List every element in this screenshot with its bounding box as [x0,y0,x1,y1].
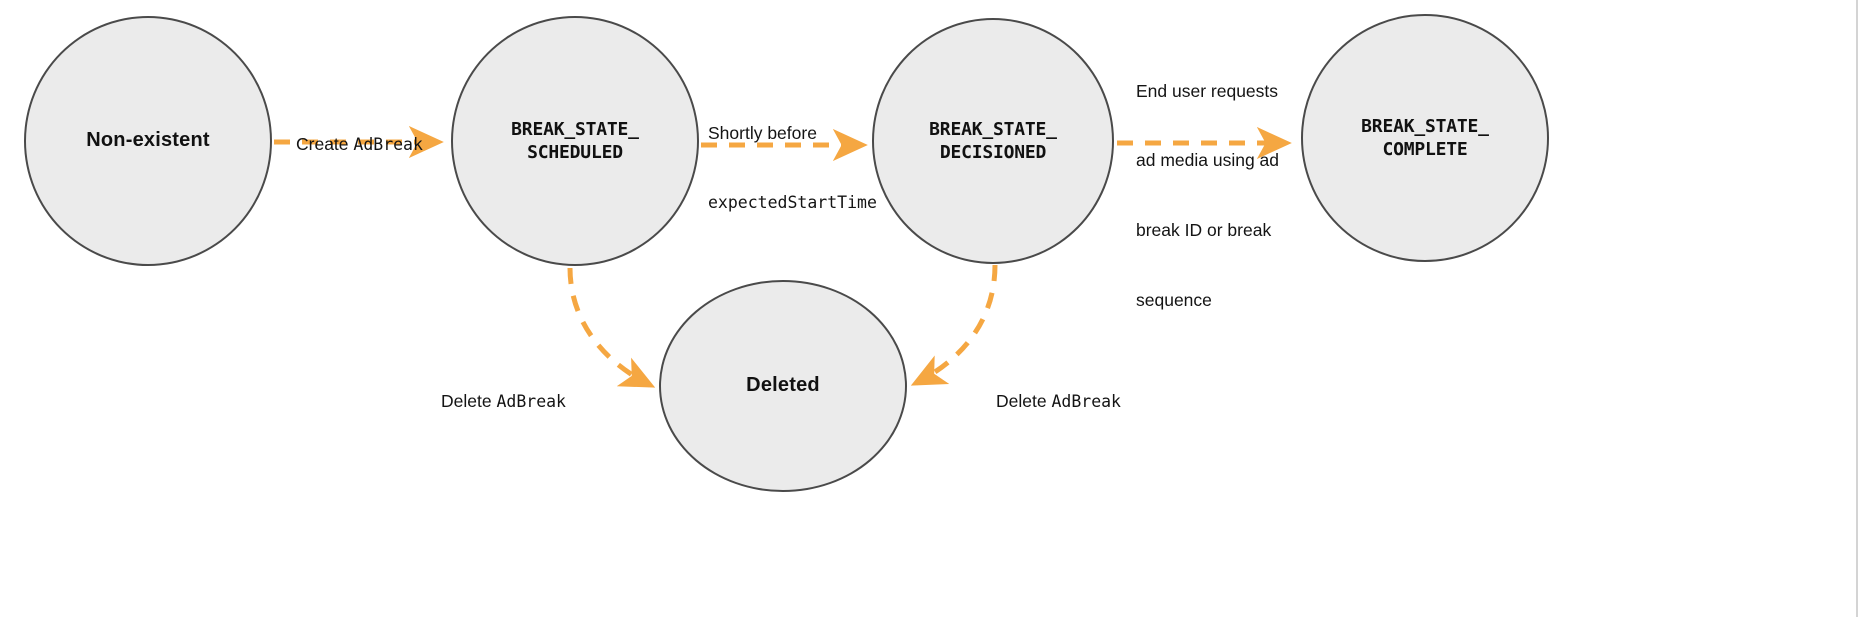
node-break-state-decisioned[interactable]: BREAK_STATE_ DECISIONED [872,18,1114,264]
edge-label-text-mono: expectedStartTime [708,193,877,213]
node-break-state-decisioned-label: BREAK_STATE_ DECISIONED [929,118,1057,163]
edge-label-text-line1: End user requests [1136,80,1279,101]
edge-label-shortly-before: Shortly before expectedStartTime [708,75,877,261]
edge-label-text-mono: AdBreak [1051,391,1121,411]
edge-label-text-line4: sequence [1136,289,1212,310]
edge-label-delete-from-scheduled: Delete AdBreak [441,343,566,459]
edge-label-text-mono: AdBreak [496,391,566,411]
edge-label-create-adbreak: Create AdBreak [296,86,423,202]
edge-label-text-line2: ad media using ad [1136,150,1280,171]
node-deleted-label: Deleted [746,374,820,397]
edge-label-end-user-requests: End user requests ad media using ad brea… [1136,33,1279,359]
node-non-existent[interactable]: Non-existent [24,16,272,266]
edge-label-text-sans: Shortly before [708,122,817,143]
edge-delete-from-scheduled [567,267,656,388]
edge-delete-from-decisioned [910,264,998,386]
edge-paths [274,125,1292,388]
edge-label-delete-from-decisioned: Delete AdBreak [996,343,1121,459]
node-break-state-complete[interactable]: BREAK_STATE_ COMPLETE [1301,14,1549,262]
edge-label-text-sans: Delete [441,390,497,411]
edge-label-text-sans: Delete [996,390,1052,411]
node-break-state-scheduled-label: BREAK_STATE_ SCHEDULED [511,118,639,163]
node-deleted[interactable]: Deleted [659,280,907,492]
edge-label-text-mono: AdBreak [353,134,423,154]
node-break-state-scheduled[interactable]: BREAK_STATE_ SCHEDULED [451,16,699,266]
node-non-existent-label: Non-existent [86,129,210,152]
edge-label-text-sans: Create [296,133,354,154]
node-break-state-complete-label: BREAK_STATE_ COMPLETE [1361,115,1489,160]
edge-label-text-line3: break ID or break [1136,220,1272,241]
